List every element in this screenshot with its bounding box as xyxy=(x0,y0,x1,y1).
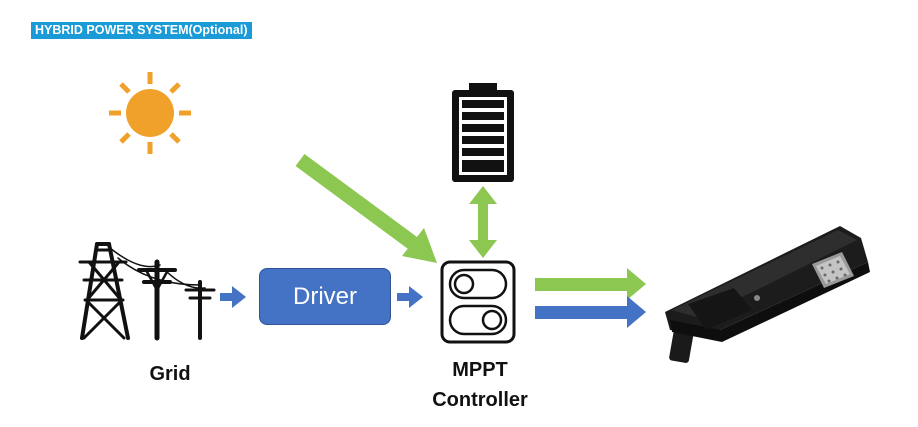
controller-to-light-green-arrow xyxy=(535,268,646,300)
page-title: HYBRID POWER SYSTEM(Optional) xyxy=(31,22,252,39)
power-tower-icon xyxy=(78,242,216,341)
driver-label: Driver xyxy=(293,282,357,310)
mppt-label-line1: MPPT xyxy=(452,359,508,381)
driver-box: Driver xyxy=(259,268,391,325)
battery-icon xyxy=(452,83,514,182)
solar-to-controller-arrow xyxy=(295,153,437,263)
mppt-label-line2: Controller xyxy=(432,389,528,411)
sun-icon xyxy=(109,72,191,154)
grid-label: Grid xyxy=(149,363,191,385)
mppt-controller-label: MPPT Controller xyxy=(410,355,550,415)
battery-controller-arrow xyxy=(469,186,497,258)
solar-street-light-icon xyxy=(665,226,870,363)
controller-to-light-blue-arrow xyxy=(535,296,646,328)
driver-to-controller-arrow xyxy=(397,286,423,308)
switch-controller-icon xyxy=(440,260,516,344)
grid-to-driver-arrow xyxy=(220,286,246,308)
